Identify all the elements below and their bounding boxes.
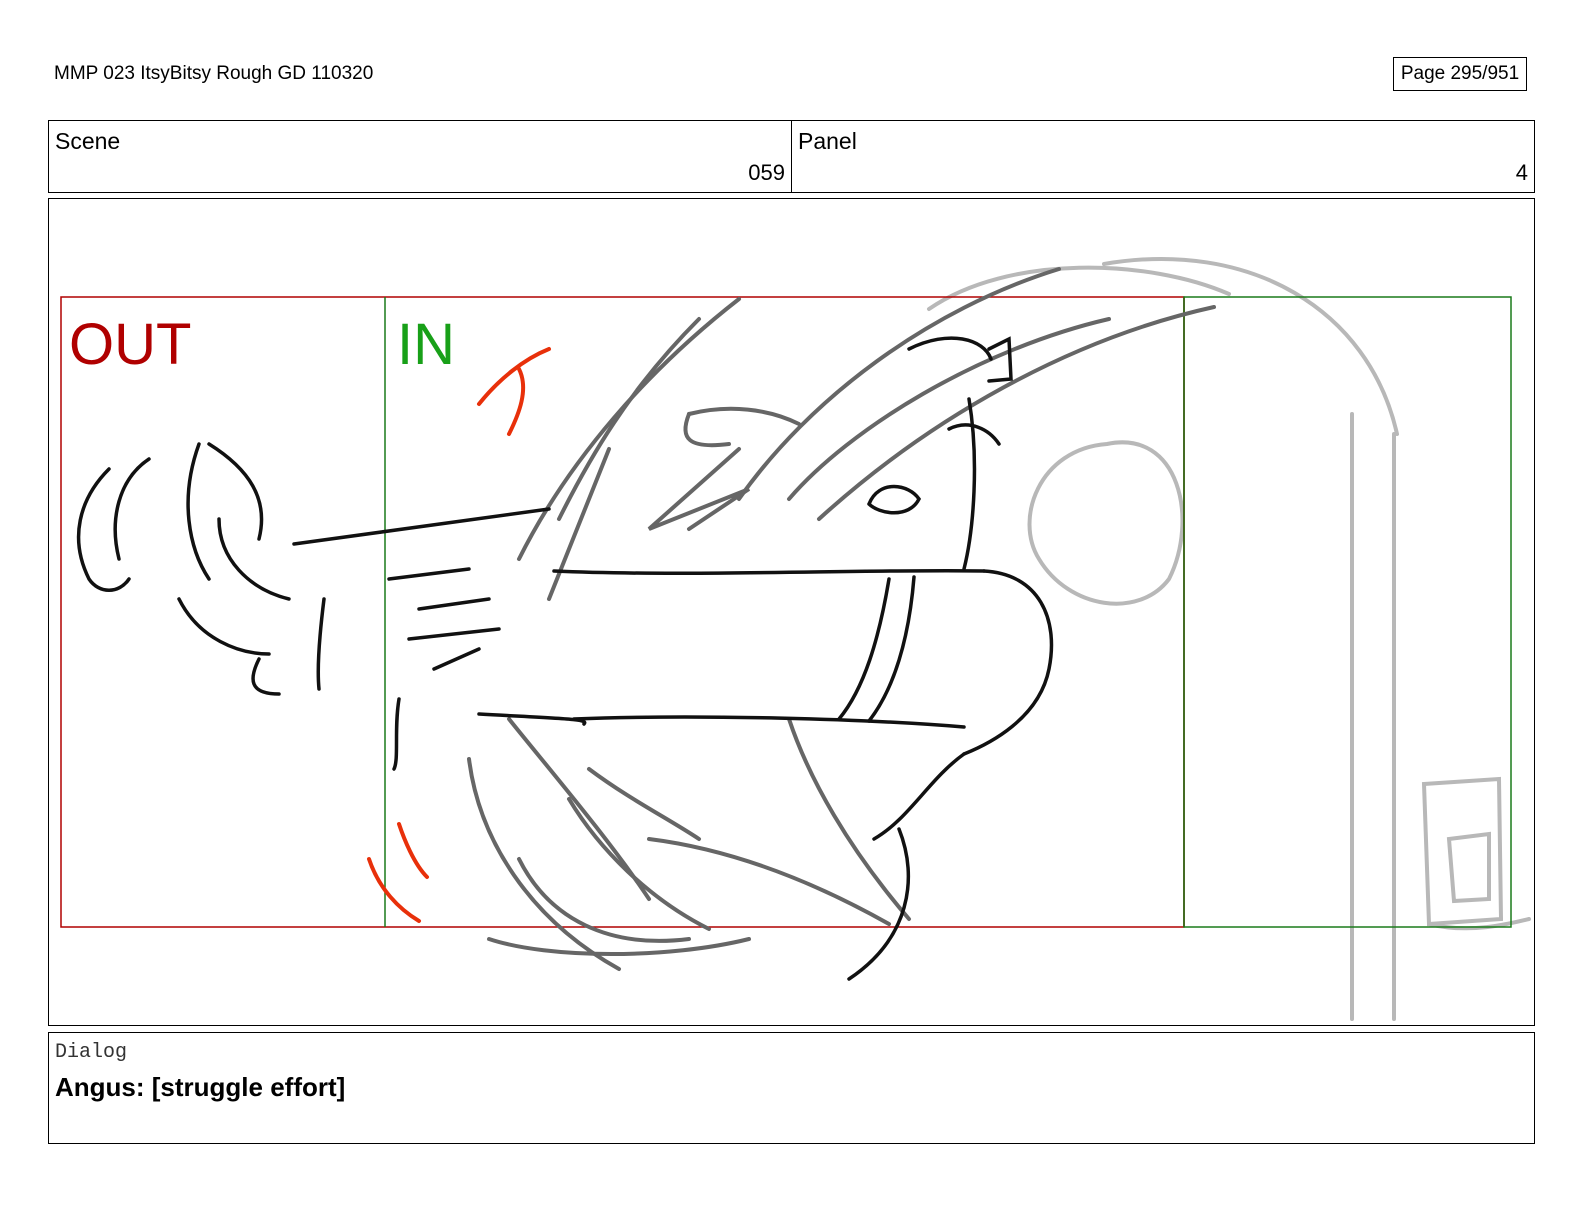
page-number: Page 295/951 <box>1393 57 1527 91</box>
panel-label: Panel <box>798 128 857 154</box>
out-area-frame <box>60 296 1185 928</box>
scene-panel-header: Scene 059 Panel 4 <box>48 120 1535 193</box>
dialog-label: Dialog <box>55 1041 128 1064</box>
scene-cell: Scene 059 <box>49 121 792 192</box>
right-green-frame <box>1183 296 1512 928</box>
effort-marks <box>367 347 551 923</box>
ink-strokes <box>76 336 1054 981</box>
panel-number: 4 <box>1515 160 1528 185</box>
in-label: IN <box>397 312 455 377</box>
dialog-text: Angus: [struggle effort] <box>55 1072 346 1102</box>
background-sketch <box>927 256 1531 1021</box>
out-label: OUT <box>69 312 191 377</box>
rough-strokes <box>467 267 1216 971</box>
storyboard-sketch: OUT IN <box>60 256 1531 1021</box>
panel-cell: Panel 4 <box>792 121 1534 192</box>
document-title: MMP 023 ItsyBitsy Rough GD 110320 <box>54 63 374 84</box>
dialog-box: Dialog Angus: [struggle effort] <box>48 1032 1535 1144</box>
scene-number: 059 <box>748 160 785 185</box>
storyboard-frame: OUT IN <box>48 198 1535 1026</box>
scene-label: Scene <box>55 128 121 154</box>
